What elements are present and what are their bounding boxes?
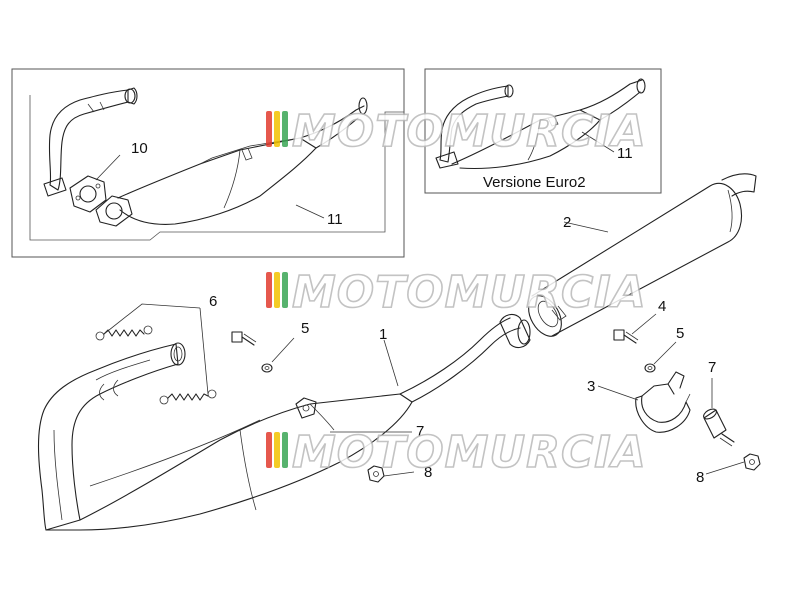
chamber-bracket (295, 397, 317, 419)
callout-7-right: 7 (708, 359, 716, 376)
inset-right-caption: Versione Euro2 (483, 174, 586, 191)
rubber-mount (703, 408, 735, 447)
exhaust-header-pipe (37, 342, 186, 531)
watermark-stripes-top (266, 111, 288, 147)
callout-11-right: 11 (617, 145, 633, 162)
watermark-text-top: MOTOMURCIA (292, 106, 647, 157)
callout-5-right: 5 (676, 325, 684, 342)
bolt-right (613, 329, 639, 344)
nut-right (743, 453, 761, 471)
spring-upper (95, 325, 153, 341)
callout-7-main: 7 (416, 423, 424, 440)
leader-lines (95, 131, 745, 477)
inset-left-frame (11, 68, 405, 258)
gasket-part (69, 175, 107, 213)
washer-right (644, 363, 656, 373)
callout-3: 3 (587, 378, 595, 395)
watermark-text-middle: MOTOMURCIA (292, 267, 647, 318)
callout-labels: 10 11 11 2 1 6 5 7 8 4 5 7 3 8 Versione … (131, 140, 716, 486)
inset-left-exhaust (43, 87, 368, 227)
watermark-stripes-bottom (266, 432, 288, 468)
watermark-bottom: MOTOMURCIA (266, 426, 647, 479)
washer-main (261, 363, 273, 373)
callout-1: 1 (379, 326, 387, 343)
inset-right-frame (424, 68, 662, 194)
callout-10: 10 (131, 140, 148, 157)
callout-5-main: 5 (301, 320, 309, 337)
callout-8-right: 8 (696, 469, 704, 486)
watermark-text-bottom: MOTOMURCIA (292, 427, 647, 478)
watermark-top: MOTOMURCIA (266, 105, 647, 158)
watermark-middle: MOTOMURCIA (266, 266, 647, 319)
expansion-chamber (45, 313, 531, 531)
callout-8-main: 8 (424, 464, 432, 481)
watermark-stripes-middle (266, 272, 288, 308)
bolt-main (231, 331, 257, 346)
callout-11-left: 11 (327, 211, 343, 228)
callout-2: 2 (563, 214, 571, 231)
callout-4: 4 (658, 298, 666, 315)
callout-6: 6 (209, 293, 217, 310)
clamp-part (635, 371, 691, 433)
silencer-muffler (528, 173, 757, 337)
